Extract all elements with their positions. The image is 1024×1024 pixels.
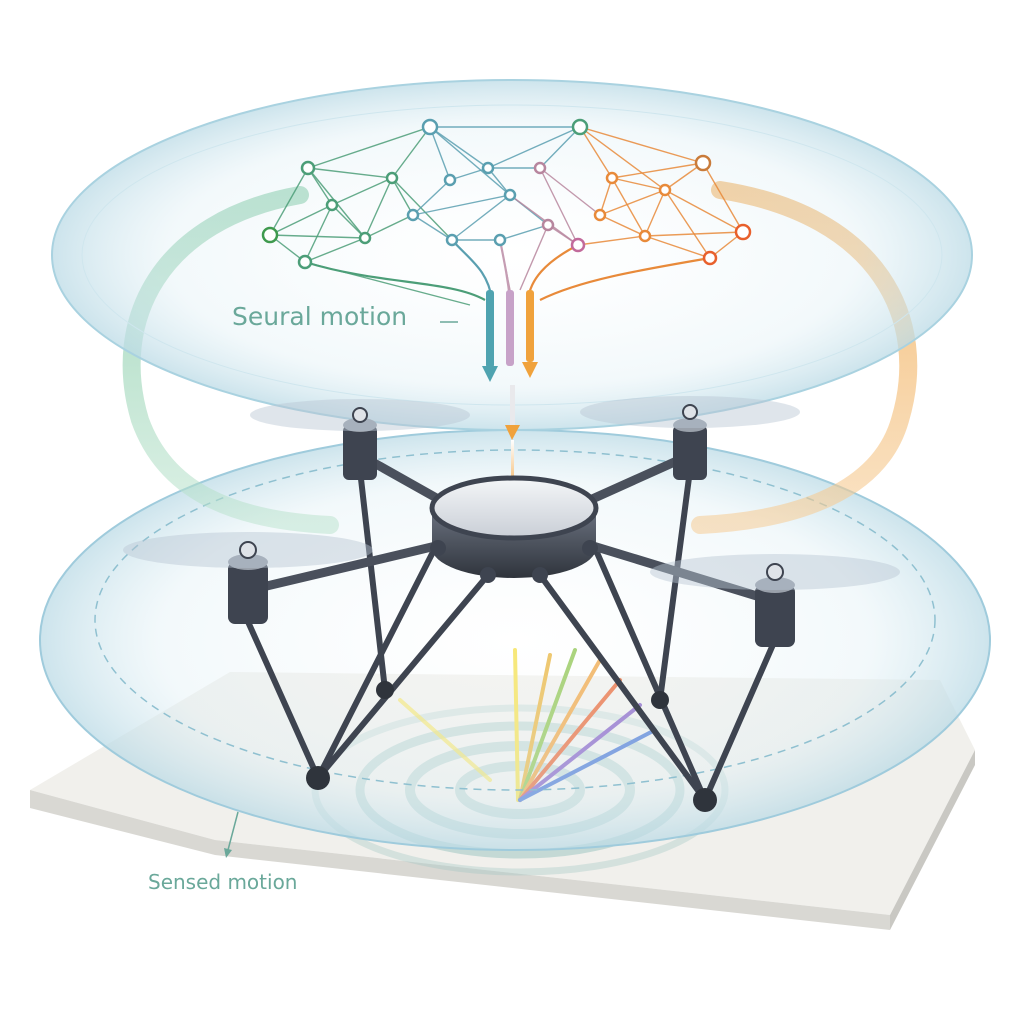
network-nodes (261, 118, 752, 270)
drone-legs (242, 467, 778, 803)
drone-motor-front-left (123, 532, 373, 624)
network-edges (269, 126, 744, 306)
drone-motor-front-right (650, 554, 900, 647)
neural-network (261, 118, 752, 306)
lower-halo-disc (39, 429, 991, 851)
drone-hub (429, 475, 599, 583)
upper-halo-disc (51, 79, 973, 431)
drone (123, 396, 900, 812)
drone-motor-back-right (580, 396, 800, 480)
neural-motion-label: Seural motion (232, 302, 408, 331)
sensed-label-pointer (224, 811, 239, 858)
drone-motor-back-left (250, 399, 470, 480)
sensed-motion-label: Sensed motion (148, 870, 298, 894)
neural-signal-arrows (482, 290, 538, 502)
